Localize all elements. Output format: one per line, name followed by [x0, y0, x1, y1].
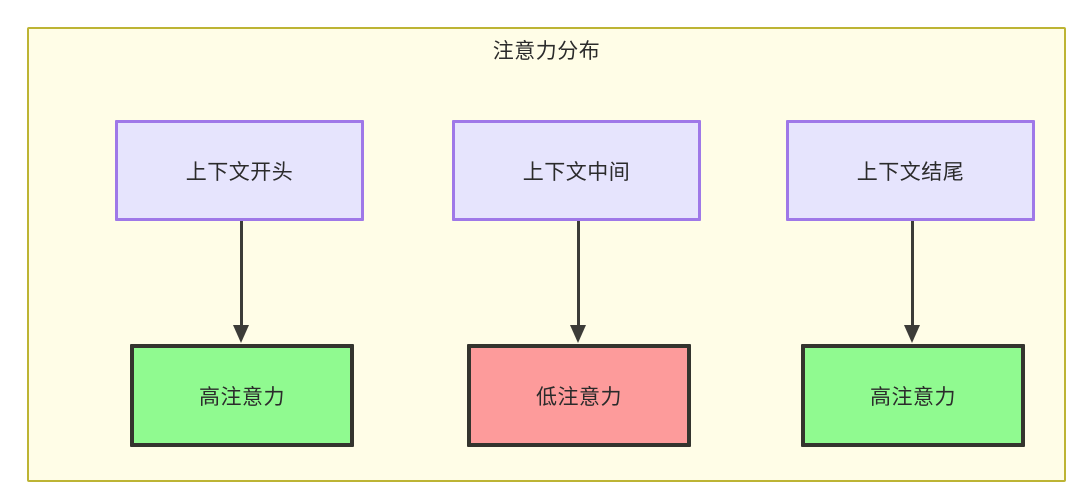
- edge-context-end-to-high-attention: [904, 221, 920, 345]
- arrowhead-icon: [904, 325, 920, 343]
- node-high-attention-end[interactable]: 高注意力: [801, 344, 1025, 447]
- arrowhead-icon: [233, 325, 249, 343]
- subgraph-title: 注意力分布: [492, 40, 601, 63]
- edge-line: [240, 221, 243, 329]
- node-high-attention-start[interactable]: 高注意力: [130, 344, 354, 447]
- edge-line: [577, 221, 580, 329]
- arrowhead-icon: [570, 325, 586, 343]
- node-context-end[interactable]: 上下文结尾: [786, 120, 1035, 221]
- edge-line: [911, 221, 914, 329]
- node-low-attention-middle[interactable]: 低注意力: [467, 344, 691, 447]
- edge-context-start-to-high-attention: [233, 221, 249, 345]
- attention-distribution-subgraph: 注意力分布 上下文开头 上下文中间 上下文结尾 高注意力 低注意力 高注意力: [27, 27, 1066, 482]
- node-context-middle[interactable]: 上下文中间: [452, 120, 701, 221]
- edge-context-middle-to-low-attention: [570, 221, 586, 345]
- node-context-start[interactable]: 上下文开头: [115, 120, 364, 221]
